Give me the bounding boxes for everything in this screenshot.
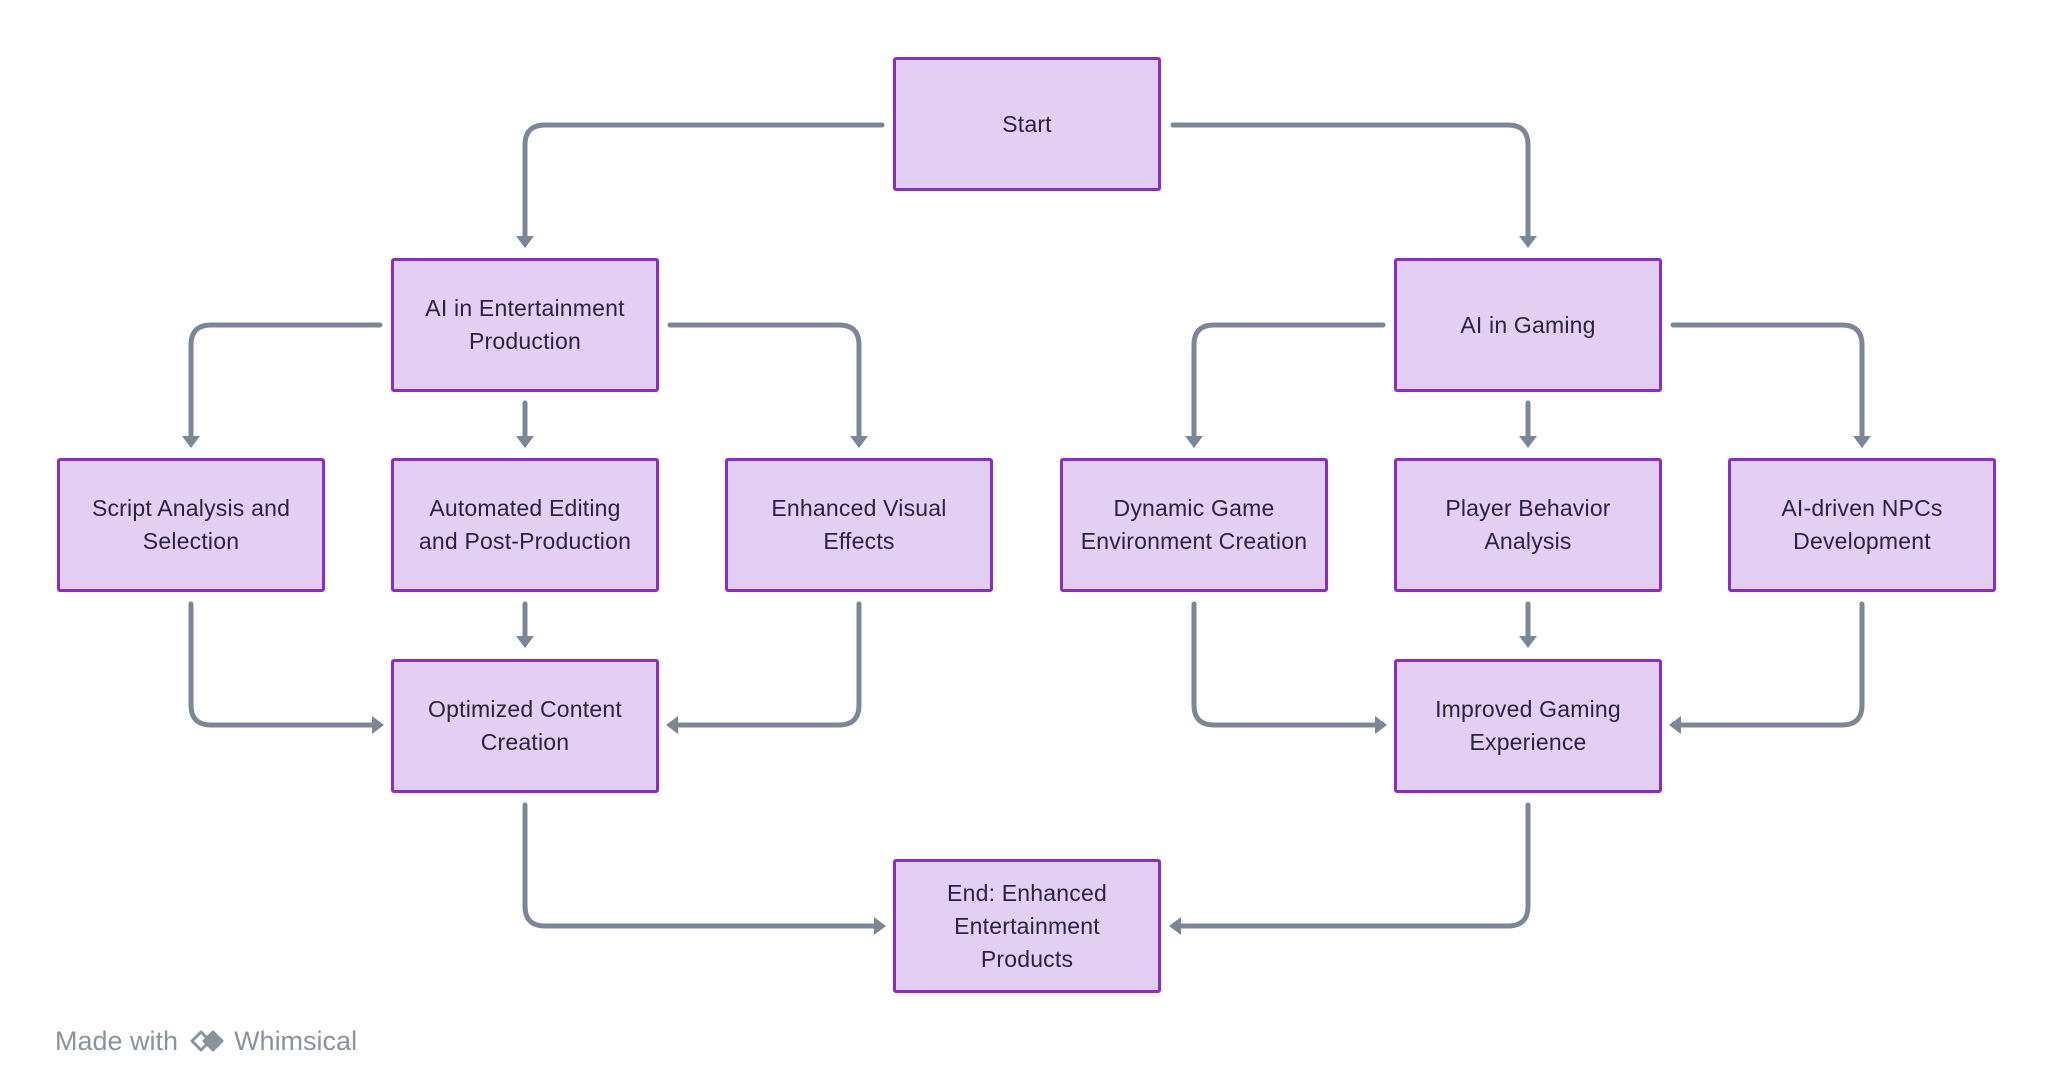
whimsical-brand: Whimsical [234,1025,358,1056]
node-label-player-behavior: Player Behavior Analysis [1445,495,1611,554]
arrowhead-gaming-to-npcs [1853,436,1871,448]
edge-entertainment-to-script [188,322,383,441]
arrowhead-gaming-experience-to-end [1169,917,1181,935]
node-optimized-content-creation[interactable]: Optimized Content Creation [391,659,659,793]
node-label-gaming-experience: Improved Gaming Experience [1435,696,1621,755]
node-dynamic-game-environment[interactable]: Dynamic Game Environment Creation [1060,458,1328,592]
node-label-end: End: Enhanced Entertainment Products [947,879,1107,972]
made-with-footer[interactable]: Made with Whimsical [55,1023,357,1059]
edge-start-to-gaming [1170,122,1531,241]
node-ai-in-entertainment-production[interactable]: AI in Entertainment Production [391,258,659,392]
edge-content-creation-to-end [522,802,879,929]
arrowhead-entertainment-to-editing [516,436,534,448]
node-label-vfx: Enhanced Visual Effects [771,495,947,554]
node-label-npcs: AI-driven NPCs Development [1781,495,1943,554]
node-label-content-creation: Optimized Content Creation [428,696,622,755]
arrowhead-dynamic-env-to-gaming-experience [1375,716,1387,734]
node-label-gaming: AI in Gaming [1460,311,1596,338]
edge-entertainment-to-vfx [667,322,862,441]
made-with-label: Made with [55,1025,179,1056]
node-label-entertainment: AI in Entertainment Production [425,295,625,354]
arrowhead-editing-to-content-creation [516,636,534,648]
node-script-analysis[interactable]: Script Analysis and Selection [57,458,325,592]
node-ai-in-gaming[interactable]: AI in Gaming [1394,258,1662,392]
node-label-script: Script Analysis and Selection [91,495,291,554]
node-label-editing: Automated Editing and Post-Production [418,495,632,554]
edge-gaming-to-dynamic-env [1191,322,1386,441]
arrowhead-script-to-content-creation [372,716,384,734]
arrowhead-gaming-to-player-behavior [1519,436,1537,448]
arrowhead-entertainment-to-script [182,436,200,448]
arrowhead-npcs-to-gaming-experience [1669,716,1681,734]
edge-dynamic-env-to-gaming-experience [1191,601,1380,728]
arrowhead-gaming-to-dynamic-env [1185,436,1203,448]
arrowhead-content-creation-to-end [874,917,886,935]
node-label-dynamic-env: Dynamic Game Environment Creation [1080,495,1308,554]
arrowhead-player-behavior-to-gaming-experience [1519,636,1537,648]
node-start[interactable]: Start [893,57,1161,191]
arrowhead-entertainment-to-vfx [850,436,868,448]
node-ai-driven-npcs[interactable]: AI-driven NPCs Development [1728,458,1996,592]
arrowhead-vfx-to-content-creation [666,716,678,734]
node-label-start: Start [1002,110,1052,137]
edge-vfx-to-content-creation [673,601,862,728]
edge-gaming-to-npcs [1670,322,1865,441]
node-improved-gaming-experience[interactable]: Improved Gaming Experience [1394,659,1662,793]
node-enhanced-visual-effects[interactable]: Enhanced Visual Effects [725,458,993,592]
node-automated-editing[interactable]: Automated Editing and Post-Production [391,458,659,592]
edge-script-to-content-creation [188,601,377,728]
arrowhead-start-to-gaming [1519,236,1537,248]
edge-start-to-entertainment [522,122,885,241]
arrowhead-start-to-entertainment [516,236,534,248]
edge-gaming-experience-to-end [1176,802,1531,929]
node-end[interactable]: End: Enhanced Entertainment Products [893,859,1161,993]
whimsical-logo-icon [188,1026,228,1056]
node-player-behavior-analysis[interactable]: Player Behavior Analysis [1394,458,1662,592]
edge-npcs-to-gaming-experience [1676,601,1865,728]
